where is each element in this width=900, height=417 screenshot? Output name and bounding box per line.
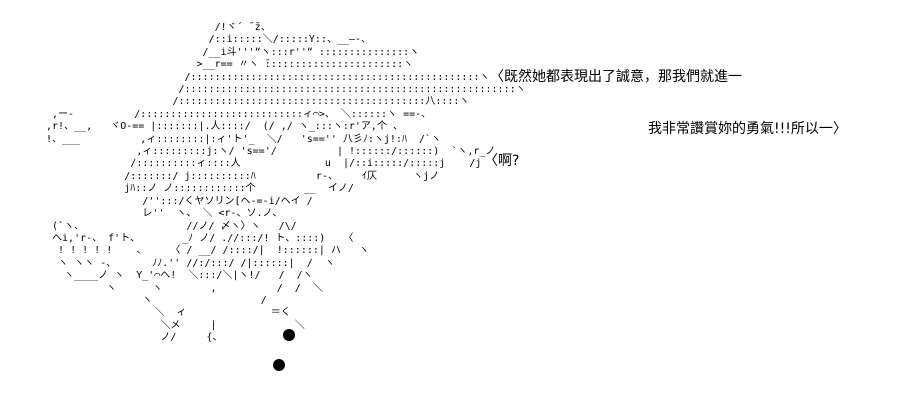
- button-dot-lower: [273, 359, 285, 371]
- dialogue-question: 〈啊?: [484, 153, 520, 169]
- ascii-art-figure: /!ヾ´ ̄ ̄z、 /::i:::::＼/:::::Y::、__―-、 /__…: [46, 22, 526, 344]
- button-dot-upper: [283, 329, 295, 341]
- dialogue-line-1: 〈既然她都表現出了誠意，那我們就進一: [490, 69, 742, 85]
- dialogue-line-2: 我非常讚賞妳的勇氣!!!所以一〉: [648, 121, 847, 137]
